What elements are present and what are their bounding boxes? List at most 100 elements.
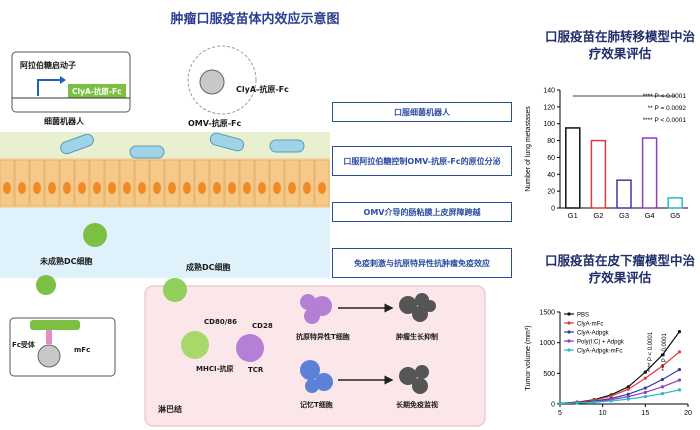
bar-ytick-label: 140 bbox=[543, 88, 555, 95]
step-1: 口服细菌机器人 bbox=[332, 102, 512, 122]
cd28-label: CD28 bbox=[252, 322, 273, 330]
line-xtick-label: 10 bbox=[599, 410, 607, 417]
series-point bbox=[592, 400, 596, 404]
bar-G1 bbox=[565, 127, 581, 209]
mature-dc-cell bbox=[163, 278, 187, 302]
gene-label: ClyA-抗原-Fc bbox=[72, 87, 122, 96]
series-point bbox=[677, 330, 682, 334]
series-point bbox=[626, 397, 630, 401]
line-xtick-label: 20 bbox=[684, 410, 692, 417]
bar-annotation: **** P < 0.0001 bbox=[643, 93, 687, 100]
step-2: 口服阿拉伯糖控制OMV-抗原-Fc的原位分泌 bbox=[332, 146, 512, 176]
subcutaneous-model-title: 口服疫苗在皮下瘤模型中治疗效果评估 bbox=[545, 253, 696, 285]
memory-t-cells bbox=[300, 360, 333, 393]
line-ytick-label: 500 bbox=[543, 371, 555, 378]
tumor-cells-2 bbox=[399, 365, 429, 394]
series-point bbox=[660, 377, 664, 382]
bar-ytick-label: 100 bbox=[543, 121, 555, 128]
bacteria-robot-label: 细菌机器人 bbox=[44, 117, 84, 126]
step-4: 免疫刺激与抗原特异性抗肿瘤免疫效应 bbox=[332, 248, 512, 278]
line-ylabel: Tumor volume (mm³) bbox=[525, 325, 532, 390]
bar-G3 bbox=[616, 179, 632, 209]
series-point bbox=[609, 399, 613, 403]
line-annotation: *** P = 0.0001 bbox=[662, 332, 668, 370]
series-point bbox=[575, 401, 579, 405]
line-xtick-label: 15 bbox=[641, 410, 649, 417]
series-point bbox=[643, 390, 647, 394]
line-ytick-label: 1500 bbox=[539, 310, 555, 317]
series-point bbox=[626, 392, 630, 396]
series-point bbox=[643, 376, 647, 380]
bar-xtick-label: G1 bbox=[568, 211, 578, 220]
mature-dc-label: 成熟DC细胞 bbox=[186, 263, 231, 272]
series-point bbox=[643, 386, 647, 390]
omv-label: OMV-抗原-Fc bbox=[188, 119, 242, 128]
bar-annotation: ** P = 0.0092 bbox=[648, 105, 687, 112]
bar-xtick-label: G4 bbox=[645, 211, 655, 220]
series-point bbox=[660, 364, 664, 368]
bar-ytick-label: 20 bbox=[547, 189, 555, 196]
series-point bbox=[626, 387, 630, 391]
mhc-label: MHCI-抗原 bbox=[196, 365, 234, 373]
line-xtick-label: 5 bbox=[558, 410, 562, 417]
series-point bbox=[643, 395, 647, 399]
step-3: OMV介导的肠粘膜上皮屏障跨越 bbox=[332, 202, 512, 222]
t-cell-synapse bbox=[236, 334, 264, 362]
line-ytick-label: 0 bbox=[551, 402, 555, 409]
bar-annotation: **** P < 0.0001 bbox=[643, 117, 687, 124]
series-point bbox=[643, 370, 647, 374]
series-point bbox=[677, 350, 682, 354]
series-line bbox=[559, 389, 680, 404]
legend-label: ClyA-mFc bbox=[577, 321, 603, 327]
bar-ylabel: Number of lung metastases bbox=[525, 106, 532, 192]
lamina-propria bbox=[0, 208, 330, 278]
series-point bbox=[677, 368, 682, 372]
dc-synapse-cell bbox=[181, 331, 209, 359]
long-term-label: 长期免疫监视 bbox=[396, 401, 438, 409]
cd80-86-label: CD80/86 bbox=[204, 318, 237, 326]
diagram-title: 肿瘤口服疫苗体内效应示意图 bbox=[170, 12, 340, 27]
bar-xtick-label: G2 bbox=[593, 211, 603, 220]
bar-xtick-label: G3 bbox=[619, 211, 629, 220]
ag-t-cells bbox=[300, 294, 332, 324]
immature-dc-cell bbox=[83, 223, 107, 247]
omv-particle bbox=[199, 69, 225, 95]
bar-ytick-label: 60 bbox=[547, 155, 555, 162]
omv-callout-label: ClyA-抗原-Fc bbox=[236, 85, 289, 94]
bar-ytick-label: 0 bbox=[551, 206, 555, 213]
immature-dc-cell-2 bbox=[36, 275, 56, 295]
tcr-label: TCR bbox=[248, 366, 264, 374]
series-point bbox=[660, 391, 664, 396]
fc-receptor-box bbox=[9, 317, 116, 377]
line-ytick-label: 1000 bbox=[539, 340, 555, 347]
ag-t-cell-label: 抗原特异性T细胞 bbox=[296, 333, 350, 341]
lymph-node-region bbox=[144, 285, 486, 427]
bar-ytick-label: 120 bbox=[543, 104, 555, 111]
promoter-arrow bbox=[37, 79, 60, 96]
tumor-inhibit-label: 肿瘤生长抑制 bbox=[396, 333, 438, 341]
series-point bbox=[558, 401, 562, 405]
legend-label: ClyA-Adpgk-mFc bbox=[577, 348, 622, 354]
legend-label: PBS bbox=[577, 312, 589, 318]
bar-G2 bbox=[590, 139, 607, 209]
lymph-node-label: 淋巴结 bbox=[158, 405, 182, 414]
bar-G4 bbox=[641, 137, 658, 209]
series-point bbox=[609, 394, 613, 398]
lung-model-title: 口服疫苗在肺转移模型中治疗效果评估 bbox=[545, 29, 696, 61]
series-point bbox=[660, 385, 664, 389]
bar-G5 bbox=[667, 197, 683, 209]
tumor-cells bbox=[399, 293, 436, 322]
legend-label: Poly(I:C) + Adpgk bbox=[577, 339, 625, 345]
series-point bbox=[626, 395, 630, 399]
gene-block bbox=[68, 84, 126, 98]
vaccine-mechanism-diagram bbox=[0, 45, 486, 427]
bar-ytick-label: 40 bbox=[547, 172, 555, 179]
bar-ytick-label: 80 bbox=[547, 138, 555, 145]
legend-label: ClyA-Adpgk bbox=[577, 330, 610, 336]
memory-t-label: 记忆T细胞 bbox=[300, 401, 333, 409]
promoter-label: 阿拉伯糖启动子 bbox=[20, 61, 76, 70]
bar-xtick-label: G5 bbox=[670, 211, 680, 220]
tumor-volume-line-chart: 0 500 1000 1500 5 10 15 20 Tumor volume (mm³) PBS… bbox=[525, 310, 692, 418]
bacteria bbox=[60, 132, 305, 159]
